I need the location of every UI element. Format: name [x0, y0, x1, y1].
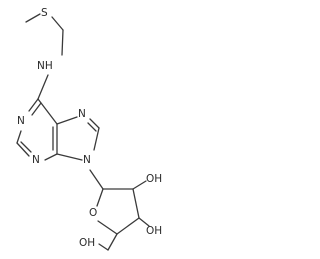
bond-c4prime-o [97, 220, 118, 235]
atom-s: S [41, 7, 48, 19]
bond-c2-n3 [16, 142, 30, 157]
bond-ch2-nh [61, 29, 64, 56]
molecule-structure: S NH N N N N O OH OH OH [16, 7, 162, 251]
bond-s-ch2 [51, 16, 64, 31]
bond-n7-c8 [89, 118, 100, 129]
bond-c5-n7 [56, 116, 78, 125]
bond-c2prime-oh [132, 180, 147, 190]
bond-nh-c6 [37, 74, 49, 100]
atom-n3: N [32, 154, 40, 166]
atom-oh-c2prime: OH [146, 173, 162, 185]
bond-c3prime-oh [138, 217, 150, 227]
bond-c5prime-oh [98, 243, 109, 251]
bond-o-c1prime [96, 188, 104, 207]
structure-canvas: S NH N N N N O OH OH OH [16, 7, 162, 251]
atom-labels: S NH N N N N O OH OH OH [17, 7, 162, 249]
bond-n1-c2 [16, 130, 22, 144]
atom-o-ring: O [89, 207, 97, 219]
bond-c6-n1-double [31, 102, 42, 116]
bond-ch3-s [25, 13, 41, 23]
bond-c8-n9 [93, 127, 100, 151]
atom-nh: NH [37, 60, 53, 72]
bond-c3prime-c4prime [116, 217, 140, 235]
atom-n1: N [17, 115, 25, 127]
atom-n9: N [83, 154, 91, 166]
atom-n7: N [78, 108, 86, 120]
bonds [16, 13, 150, 251]
atom-oh-c5prime: OH [79, 237, 95, 249]
bond-n9-c4 [56, 153, 83, 161]
bond-c5-c6 [37, 98, 58, 125]
bond-n3-c4 [44, 153, 58, 161]
bond-c2prime-c3prime [132, 188, 140, 219]
bond-c4prime-c5prime [107, 233, 118, 251]
bond-n7-c8-double [87, 122, 97, 132]
atom-oh-c3prime: OH [146, 225, 162, 237]
bond-c6-n1 [28, 98, 39, 112]
bond-n9-c1prime [89, 169, 104, 190]
bond-c2-n3-double [20, 141, 32, 153]
